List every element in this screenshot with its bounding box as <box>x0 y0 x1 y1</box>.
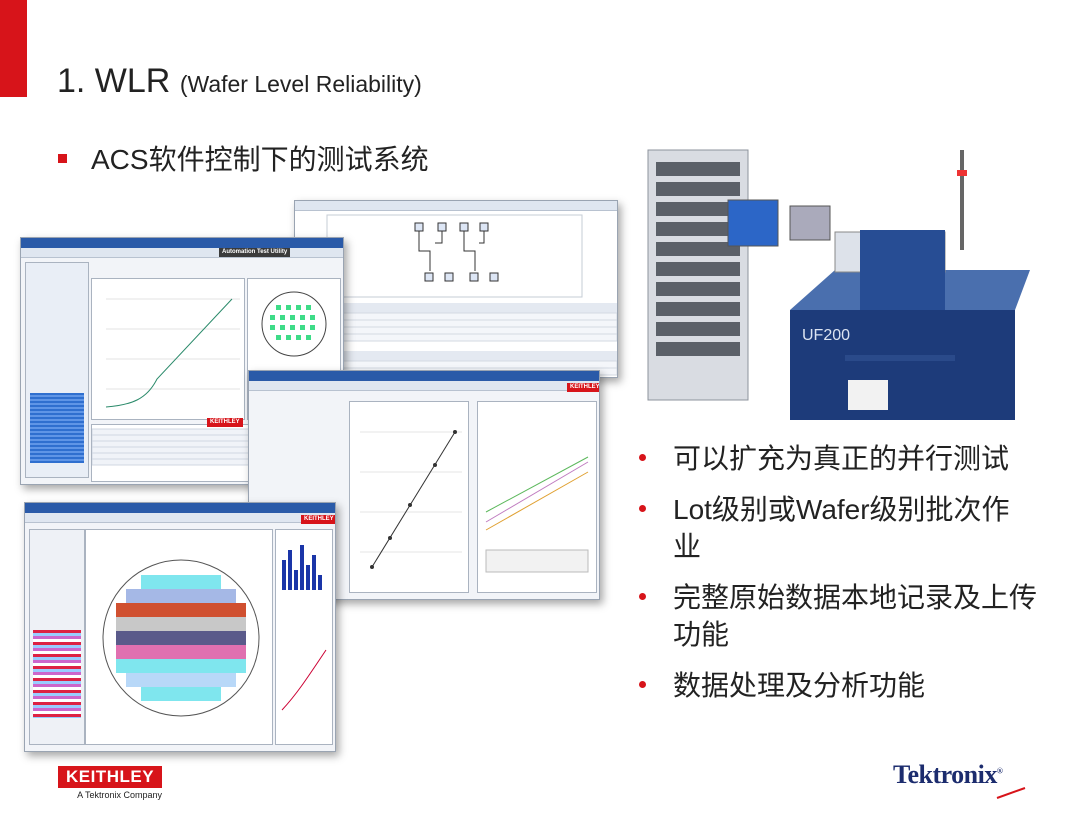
tek-slash-icon <box>996 787 1026 799</box>
main-bullet: ACS软件控制下的测试系统 <box>58 138 429 178</box>
keithley-logo: KEITHLEY A Tektronix Company <box>58 766 162 800</box>
bullet-dot-icon <box>639 505 646 512</box>
color-wafer-map <box>102 559 260 717</box>
main-bullet-text: ACS软件控制下的测试系统 <box>91 144 429 175</box>
wafer-map-screenshot: KEITHLEY <box>24 502 336 752</box>
tektronix-logo: Tektronix® <box>893 760 1026 799</box>
feature-item: 完整原始数据本地记录及上传功能 <box>637 579 1037 653</box>
scatter-plot <box>485 456 589 573</box>
keithley-tagline: A Tektronix Company <box>77 790 162 800</box>
equipment-photo: UF200 <box>647 149 1030 420</box>
slide-title: 1. WLR (Wafer Level Reliability) <box>57 62 422 101</box>
bullet-dot-icon <box>639 681 646 688</box>
square-bullet-icon <box>58 154 67 164</box>
test-setup-screenshot <box>294 200 618 378</box>
regression-plot <box>360 430 462 569</box>
iv-curve-plot <box>105 298 240 408</box>
title-subtitle: (Wafer Level Reliability) <box>179 71 422 97</box>
bullet-dot-icon <box>639 454 646 461</box>
histogram-plot <box>281 545 327 711</box>
keithley-brand-1: KEITHLEY <box>207 418 243 427</box>
uf200-label: UF200 <box>802 327 850 344</box>
bullet-dot-icon <box>639 593 646 600</box>
keithley-brand-3: KEITHLEY <box>301 515 335 524</box>
wafer-map <box>261 291 327 357</box>
feature-list: 可以扩充为真正的并行测试 Lot级别或Wafer级别批次作业 完整原始数据本地记… <box>637 440 1037 718</box>
feature-item: Lot级别或Wafer级别批次作业 <box>637 491 1037 565</box>
feature-item: 数据处理及分析功能 <box>637 667 1037 704</box>
red-accent-tab <box>0 0 27 97</box>
automation-title: Automation Test Utility <box>219 248 291 257</box>
feature-item: 可以扩充为真正的并行测试 <box>637 440 1037 477</box>
analysis-plots-screenshot: KEITHLEY <box>248 370 600 600</box>
schematic-graphic <box>326 214 617 376</box>
title-main: 1. WLR <box>57 62 171 100</box>
keithley-brand-2: KEITHLEY <box>567 383 599 392</box>
automation-utility-screenshot: Automation Test Utility KEITHLEY <box>20 237 344 485</box>
